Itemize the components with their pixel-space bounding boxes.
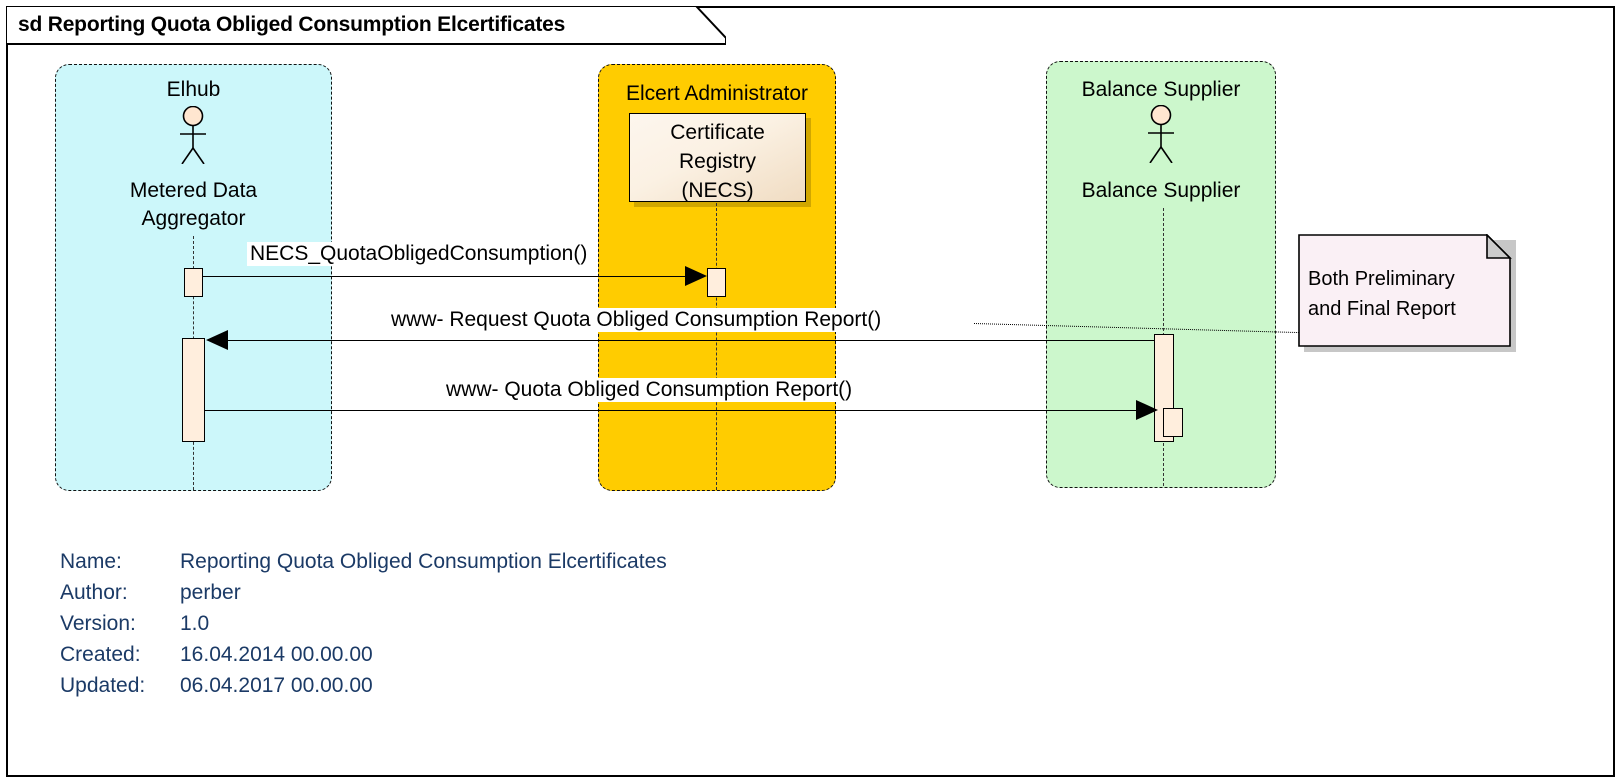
message-line-3	[205, 410, 1136, 411]
frame-title: sd Reporting Quota Obliged Consumption E…	[18, 13, 566, 36]
actor-stick-figure-icon	[180, 106, 206, 164]
partition-balance-supplier-title: Balance Supplier	[1081, 78, 1241, 101]
metadata-key-updated: Updated:	[60, 674, 146, 697]
activation-balance-supplier-2-nested	[1163, 408, 1183, 437]
metadata-row: Name: Reporting Quota Obliged Consumptio…	[60, 546, 667, 577]
note-text: Both Preliminary and Final Report	[1308, 264, 1508, 324]
message-label-3: www- Quota Obliged Consumption Report()	[443, 378, 856, 402]
message-line-1	[203, 276, 695, 277]
partition-elhub-subtitle-line2: Aggregator	[141, 207, 246, 230]
metadata-value-version: 1.0	[180, 612, 210, 635]
message-arrowhead-3	[1136, 400, 1158, 420]
partition-elcert-administrator-title: Elcert Administrator	[625, 82, 809, 105]
note-shape	[1298, 234, 1512, 347]
note-line-1: Both Preliminary	[1308, 268, 1455, 290]
lifeline-elcert-administrator	[716, 203, 717, 490]
component-registry-line2: Registry	[678, 150, 757, 173]
metadata-row: Author: perber	[60, 577, 667, 608]
metadata-row: Created: 16.04.2014 00.00.00	[60, 639, 667, 670]
actor-stick-figure-icon	[1148, 105, 1174, 163]
metadata-value-name: Reporting Quota Obliged Consumption Elce…	[180, 550, 667, 573]
metadata-block: Name: Reporting Quota Obliged Consumptio…	[60, 546, 667, 701]
frame-tab-label-wrap: sd Reporting Quota Obliged Consumption E…	[18, 9, 698, 41]
partition-elhub-title: Elhub	[166, 78, 221, 101]
activation-elhub-2	[182, 338, 205, 442]
partition-balance-supplier-subtitle: Balance Supplier	[1081, 179, 1241, 202]
metadata-value-updated: 06.04.2017 00.00.00	[180, 674, 373, 697]
metadata-key-version: Version:	[60, 612, 136, 635]
message-arrowhead-1	[685, 266, 707, 286]
metadata-key-name: Name:	[60, 550, 122, 573]
activation-elcert-administrator-1	[707, 268, 726, 297]
metadata-row: Updated: 06.04.2017 00.00.00	[60, 670, 667, 701]
component-registry-line3: (NECS)	[681, 179, 754, 202]
metadata-key-author: Author:	[60, 581, 128, 604]
note-line-2: and Final Report	[1308, 298, 1456, 320]
message-label-2: www- Request Quota Obliged Consumption R…	[388, 308, 885, 332]
activation-elhub-1	[184, 268, 203, 297]
partition-elhub-subtitle-line1: Metered Data	[129, 179, 258, 202]
component-certificate-registry[interactable]: Certificate Registry (NECS)	[629, 113, 806, 202]
metadata-value-author: perber	[180, 581, 241, 604]
message-arrowhead-2	[206, 330, 228, 350]
metadata-key-created: Created:	[60, 643, 141, 666]
message-label-1: NECS_QuotaObligedConsumption()	[247, 242, 591, 266]
message-line-2	[228, 340, 1154, 341]
component-registry-line1: Certificate	[670, 121, 765, 144]
metadata-row: Version: 1.0	[60, 608, 667, 639]
metadata-value-created: 16.04.2014 00.00.00	[180, 643, 373, 666]
